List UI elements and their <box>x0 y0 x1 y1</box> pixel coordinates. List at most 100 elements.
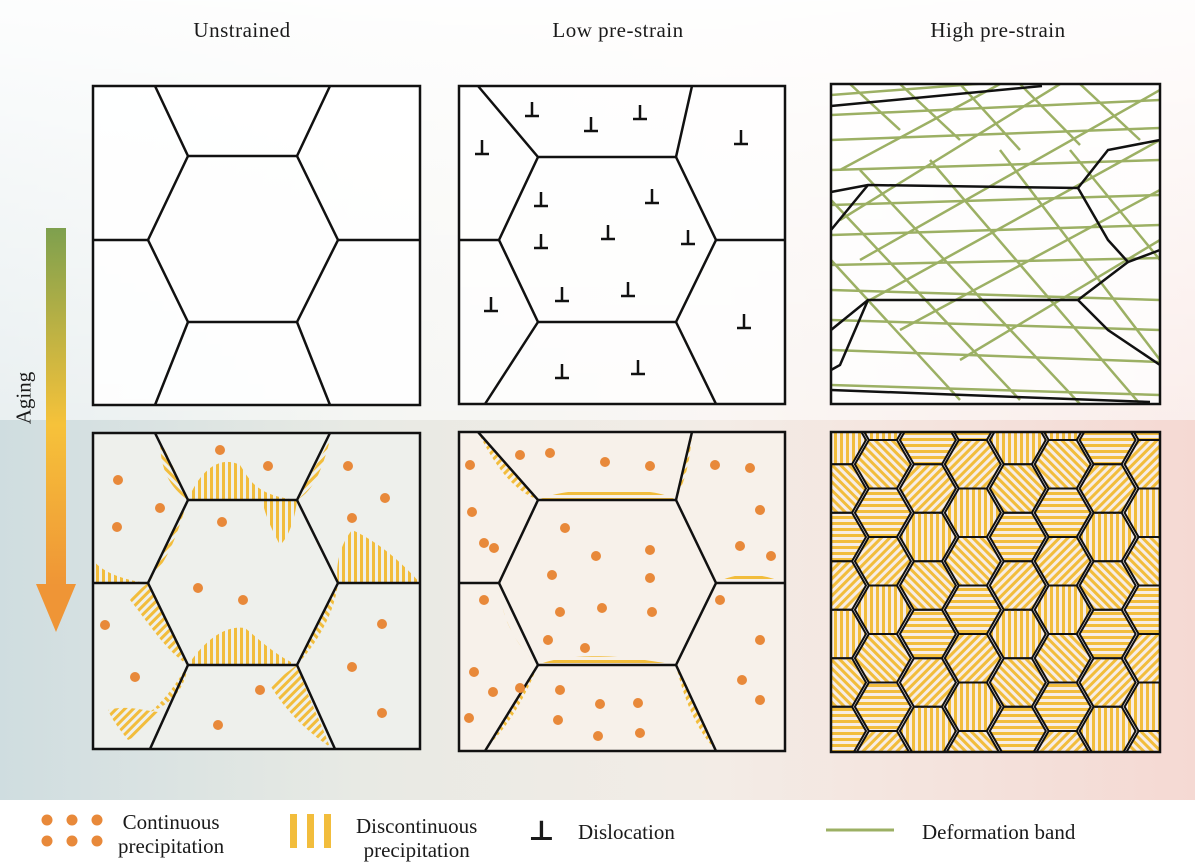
dislocation-icon <box>633 105 647 121</box>
precipitate-dot <box>130 672 140 682</box>
deformation-band-line <box>839 84 1001 172</box>
precipitate-dot <box>595 699 605 709</box>
precipitate-dot <box>560 523 570 533</box>
hex-grain <box>765 780 821 801</box>
precipitate-dot <box>766 551 776 561</box>
precipitate-dot <box>600 457 610 467</box>
precipitate-dot <box>193 583 203 593</box>
precipitate-dot <box>647 607 657 617</box>
precipitate-dot <box>715 595 725 605</box>
column-title-high-prestrain: High pre-strain <box>930 18 1066 42</box>
hex-grain <box>1123 584 1160 635</box>
dislocation-icon <box>534 192 548 208</box>
precipitate-dot <box>238 595 248 605</box>
dislocation-icon <box>737 314 751 330</box>
aging-arrow <box>36 228 76 632</box>
deformation-bands <box>831 84 1160 404</box>
deformation-band-line <box>831 259 961 401</box>
precipitate-dot <box>347 662 357 672</box>
hex-grain <box>898 705 958 752</box>
panel-frames <box>91 82 1162 754</box>
precipitate-dot <box>217 517 227 527</box>
hex-grain <box>1123 633 1160 684</box>
precipitate-dot <box>755 635 765 645</box>
precipitate-dot <box>735 541 745 551</box>
hex-grain <box>855 780 911 801</box>
hex-grain <box>990 755 1046 800</box>
deformation-band-line <box>1079 84 1141 141</box>
precipitate-dot <box>479 538 489 548</box>
precipitate-dot <box>543 635 553 645</box>
deformation-band-line <box>831 256 1160 267</box>
column-title-low-prestrain: Low pre-strain <box>552 18 684 42</box>
precipitate-dot <box>515 450 525 460</box>
panel-low-before <box>459 86 785 404</box>
precipitate-dot <box>755 505 765 515</box>
legend-discontinuous-label: Discontinuous precipitation <box>356 814 478 862</box>
deformation-band-line <box>831 348 1160 364</box>
deformation-band-line <box>859 88 1160 262</box>
dislocation-icon <box>555 364 569 380</box>
grain-boundaries-high-before <box>830 84 1161 404</box>
hex-grain <box>810 755 866 800</box>
precipitate-dot <box>113 475 123 485</box>
precipitate-dot <box>545 448 555 458</box>
panel-low-after <box>459 432 785 751</box>
precipitate-dot <box>100 620 110 630</box>
hex-grain <box>1123 536 1160 587</box>
dislocation-icon: ⊥ <box>528 816 555 847</box>
hex-grain <box>945 780 1001 801</box>
hex-grain <box>1035 730 1091 752</box>
precipitate-dot <box>555 685 565 695</box>
dislocation-icon <box>681 230 695 246</box>
deformation-band-line <box>831 126 1160 142</box>
dislocation-icon <box>484 297 498 313</box>
deformation-band-line <box>899 84 961 141</box>
deformation-band-line <box>899 188 1160 332</box>
precipitate-dot <box>347 513 357 523</box>
hex-grain <box>900 755 956 800</box>
precipitate-dot <box>645 461 655 471</box>
deformation-band-line <box>1069 149 1160 261</box>
dislocation-icon <box>475 140 489 156</box>
precipitate-dot <box>479 595 489 605</box>
dislocation-icon <box>555 287 569 303</box>
dislocation-icon <box>584 117 598 133</box>
precipitate-dot <box>377 708 387 718</box>
precipitate-dot <box>255 685 265 695</box>
dislocation-icon <box>631 360 645 376</box>
precipitate-dot <box>645 573 655 583</box>
precipitate-dot <box>469 667 479 677</box>
deformation-band-line <box>1019 84 1081 146</box>
precipitate-dot <box>213 720 223 730</box>
precipitate-dot <box>591 551 601 561</box>
legend-continuous-label: Continuous precipitation <box>118 810 225 858</box>
legend-dislocation-label: Dislocation <box>578 820 675 844</box>
grain-boundaries-unstrained-before <box>93 85 420 406</box>
precipitate-dot <box>553 715 563 725</box>
deformation-band-line <box>869 138 1160 302</box>
precipitate-dot <box>633 698 643 708</box>
dislocations-low <box>475 102 751 380</box>
precipitate-dot <box>112 522 122 532</box>
deformation-band-line <box>999 149 1160 361</box>
precipitate-dot <box>343 461 353 471</box>
legend: Continuous precipitation Discontinuous p… <box>0 800 1195 868</box>
deformation-band-line <box>831 84 993 97</box>
precipitate-dot <box>555 607 565 617</box>
dislocation-icon <box>734 130 748 146</box>
precipitate-dot <box>467 507 477 517</box>
precipitate-dot <box>515 683 525 693</box>
precipitate-dot <box>464 713 474 723</box>
precipitate-dot <box>580 643 590 653</box>
deformation-band-line <box>859 169 1081 404</box>
legend-deformation-band-label: Deformation band <box>922 820 1076 844</box>
dislocation-icon <box>601 225 615 241</box>
precipitate-dot <box>488 687 498 697</box>
precipitate-dot <box>489 543 499 553</box>
hex-grain <box>1123 487 1160 538</box>
deformation-band-line <box>849 84 901 131</box>
hex-grain <box>855 730 911 752</box>
precipitate-dot <box>755 695 765 705</box>
precipitate-dot <box>547 570 557 580</box>
